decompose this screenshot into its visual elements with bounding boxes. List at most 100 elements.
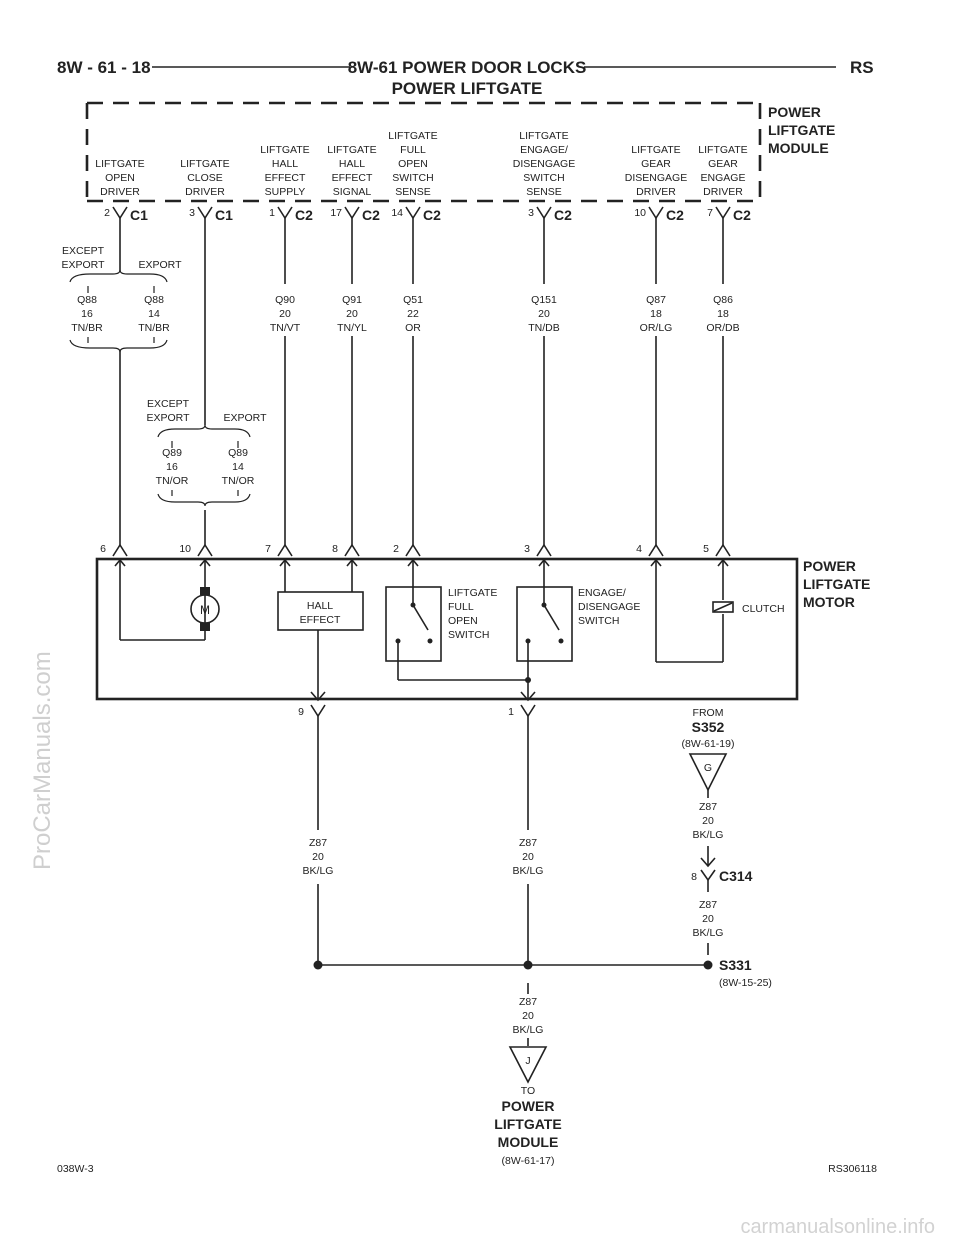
pin-number: 6: [100, 543, 106, 555]
to-label: TO: [521, 1085, 535, 1097]
s331-splice: S331 (8W-15-25): [719, 957, 772, 989]
signal-wires: [119, 218, 724, 545]
wire-circuit: Q89: [162, 447, 182, 459]
terminal-label: DRIVER: [636, 186, 676, 198]
split-label: EXCEPT: [62, 245, 105, 257]
pin-number: 14: [391, 207, 403, 219]
terminal-label: OPEN: [398, 158, 428, 170]
wire-circuit: Z87: [519, 996, 537, 1008]
wire-circuit: Q88: [77, 294, 97, 306]
terminal-label: DISENGAGE: [513, 158, 575, 170]
wire-gauge: 20: [279, 308, 291, 320]
pin-number: 10: [179, 543, 191, 555]
terminal-label: DRIVER: [100, 186, 140, 198]
wire-color: BK/LG: [303, 865, 334, 877]
wire-gauge: 20: [312, 851, 324, 863]
engage-disengage-switch: ENGAGE/ DISENGAGE SWITCH: [516, 586, 640, 700]
module-connectors: 2 C1 3 C1 1 C2 17 C2 14 C2 3 C2: [104, 206, 751, 223]
terminal-label: LIFTGATE: [327, 144, 376, 156]
wire-gauge: 20: [522, 851, 534, 863]
terminal-label: DRIVER: [703, 186, 743, 198]
terminal-label: SENSE: [395, 186, 431, 198]
terminal-label: DRIVER: [185, 186, 225, 198]
terminal-label: SENSE: [526, 186, 562, 198]
terminal-label: LIFTGATE: [180, 158, 229, 170]
wire-gauge: 18: [650, 308, 662, 320]
motor-letter: M: [200, 603, 210, 617]
s352-reference: FROM S352 (8W-61-19) G Z87 20 BK/LG: [682, 707, 735, 866]
wire-color: BK/LG: [513, 865, 544, 877]
power-liftgate-motor: POWER LIFTGATE MOTOR: [95, 557, 870, 701]
terminal-label: FULL: [400, 144, 426, 156]
motor-pin: 10: [179, 543, 213, 557]
split-label: EXPORT: [62, 259, 106, 271]
connector-id: C314: [719, 868, 753, 884]
wire-color: TN/BR: [138, 322, 170, 334]
pin-number: 3: [189, 207, 195, 219]
module-terminal-labels: LIFTGATE OPEN DRIVER LIFTGATE CLOSE DRIV…: [95, 130, 747, 198]
hall-effect-label: HALL: [307, 600, 333, 612]
motor-name-3: MOTOR: [803, 594, 855, 610]
connector-id: C2: [423, 207, 441, 223]
wire-color: TN/DB: [528, 322, 560, 334]
switch-label: SWITCH: [578, 615, 619, 627]
pin-number: 1: [508, 706, 514, 718]
from-ref: (8W-61-19): [682, 738, 735, 750]
pin-number: 3: [528, 207, 534, 219]
splice-ref: (8W-15-25): [719, 977, 772, 989]
connector-pin: 3 C2: [528, 206, 572, 223]
terminal-label: SIGNAL: [333, 186, 372, 198]
wire-circuit: Q51: [403, 294, 423, 306]
q88-export-split: EXCEPT EXPORT EXPORT Q88 16 TN/BR Q88 14…: [62, 245, 183, 353]
motor-symbol: M: [190, 587, 220, 631]
wire-color: OR/LG: [640, 322, 673, 334]
wire-color: TN/YL: [337, 322, 367, 334]
wire-labels: Q90 20 TN/VT Q91 20 TN/YL Q51 22 OR Q151…: [270, 294, 740, 334]
pin-number: 5: [703, 543, 709, 555]
wire-gauge: 14: [232, 461, 244, 473]
motor-pin: 4: [636, 543, 664, 557]
terminal-label: ENGAGE: [701, 172, 746, 184]
pin-number: 1: [269, 207, 275, 219]
pin-number: 10: [634, 207, 646, 219]
clutch-label: CLUTCH: [742, 603, 785, 615]
connector-pin: 2 C1: [104, 206, 148, 223]
wire-color: TN/OR: [222, 475, 255, 487]
module-name-2: LIFTGATE: [768, 122, 835, 138]
switch-label: SWITCH: [448, 629, 489, 641]
connector-pin: 1 C2: [269, 206, 313, 223]
wire-circuit: Z87: [309, 837, 327, 849]
module-name-1: POWER: [768, 104, 821, 120]
pin-number: 7: [265, 543, 271, 555]
split-label: EXPORT: [139, 259, 183, 271]
wire-color: BK/LG: [693, 829, 724, 841]
from-splice: S352: [692, 719, 725, 735]
to-target: MODULE: [498, 1134, 559, 1150]
connector-id: C2: [362, 207, 380, 223]
wire-gauge: 14: [148, 308, 160, 320]
q89-export-split: EXCEPT EXPORT EXPORT Q89 16 TN/OR Q89 14…: [147, 398, 268, 507]
wire-gauge: 20: [346, 308, 358, 320]
power-liftgate-module: POWER LIFTGATE MODULE: [85, 101, 835, 203]
wire-gauge: 20: [538, 308, 550, 320]
switch-label: OPEN: [448, 615, 478, 627]
terminal-label: HALL: [272, 158, 298, 170]
connector-pin: 10 C2: [634, 206, 684, 223]
terminal-label: LIFTGATE: [698, 144, 747, 156]
pin-number: 9: [298, 706, 304, 718]
bottom-watermark: carmanualsonline.info: [740, 1216, 935, 1238]
split-label: EXPORT: [224, 412, 268, 424]
terminal-label: OPEN: [105, 172, 135, 184]
terminal-label: EFFECT: [332, 172, 373, 184]
wire-circuit: Q91: [342, 294, 362, 306]
wire-circuit: Q87: [646, 294, 666, 306]
terminal-label: ENGAGE/: [520, 144, 568, 156]
wire-gauge: 20: [702, 815, 714, 827]
terminal-label: LIFTGATE: [388, 130, 437, 142]
terminal-label: LIFTGATE: [95, 158, 144, 170]
to-target: LIFTGATE: [494, 1116, 561, 1132]
wire-circuit: Q86: [713, 294, 733, 306]
wire-color: TN/BR: [71, 322, 103, 334]
pin-number: 2: [393, 543, 399, 555]
wire-circuit: Z87: [699, 899, 717, 911]
